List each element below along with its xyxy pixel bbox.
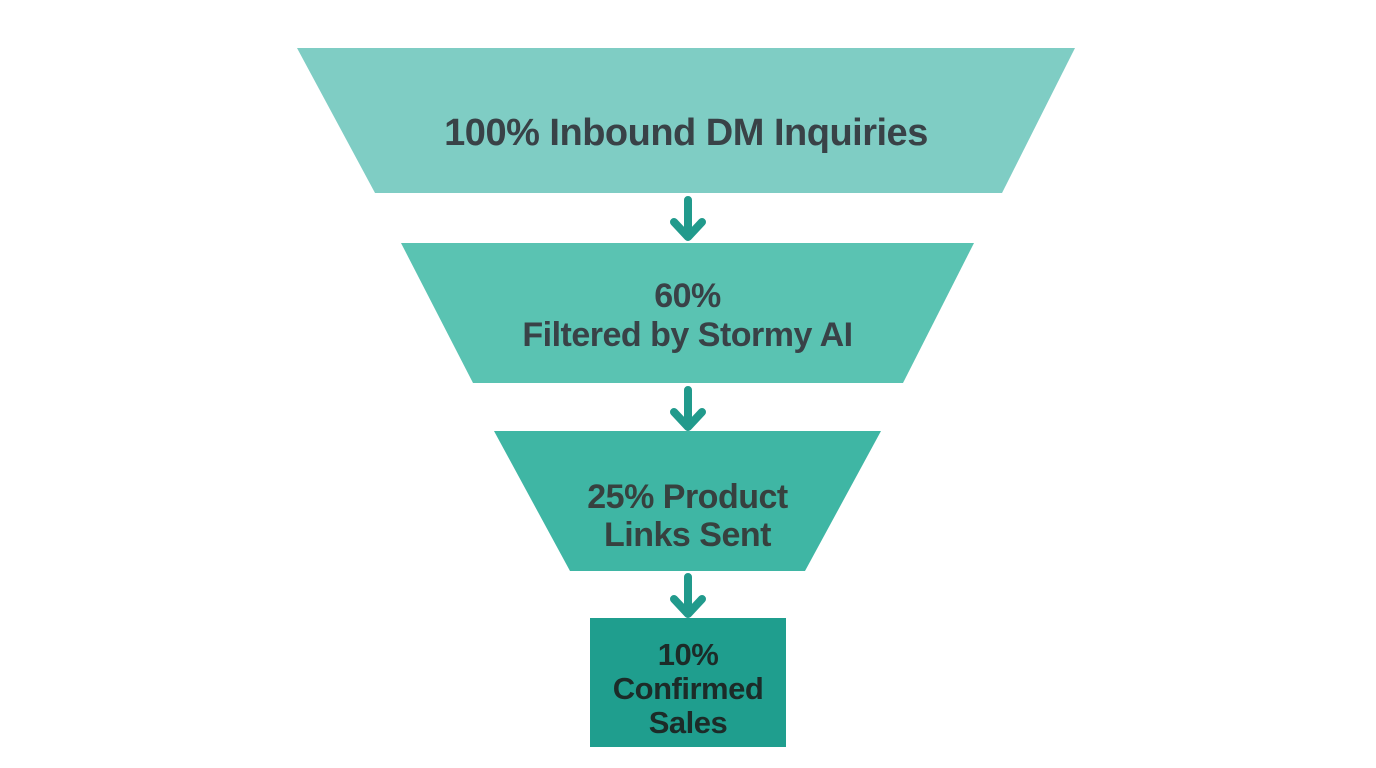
stage-label-line: 100% Inbound DM Inquiries bbox=[444, 111, 928, 154]
funnel-stage-inbound-dm-inquiries: 100% Inbound DM Inquiries bbox=[297, 48, 1075, 193]
down-arrow-stroke bbox=[670, 196, 706, 241]
stage-label-line: 25% Product bbox=[587, 477, 788, 516]
funnel-stage-confirmed-sales: 10% Confirmed Sales bbox=[590, 618, 786, 747]
stage-label-line: Confirmed bbox=[612, 671, 764, 706]
stage-label-line: Links Sent bbox=[604, 515, 771, 554]
down-arrow-stroke bbox=[670, 573, 706, 618]
stage-label-line: Filtered by Stormy AI bbox=[522, 315, 853, 354]
down-arrow-icon bbox=[670, 573, 706, 618]
funnel-stage-product-links-sent: 25% Product Links Sent bbox=[494, 431, 881, 571]
stage-label-line: 60% bbox=[654, 276, 721, 315]
stage-label-line: Sales bbox=[648, 705, 728, 740]
stage-label-line: 10% bbox=[657, 637, 719, 672]
down-arrow-stroke bbox=[670, 386, 706, 431]
down-arrow-icon bbox=[670, 386, 706, 431]
down-arrow-icon bbox=[670, 196, 706, 241]
funnel-stage-filtered-by-stormy-ai: 60% Filtered by Stormy AI bbox=[401, 243, 974, 383]
